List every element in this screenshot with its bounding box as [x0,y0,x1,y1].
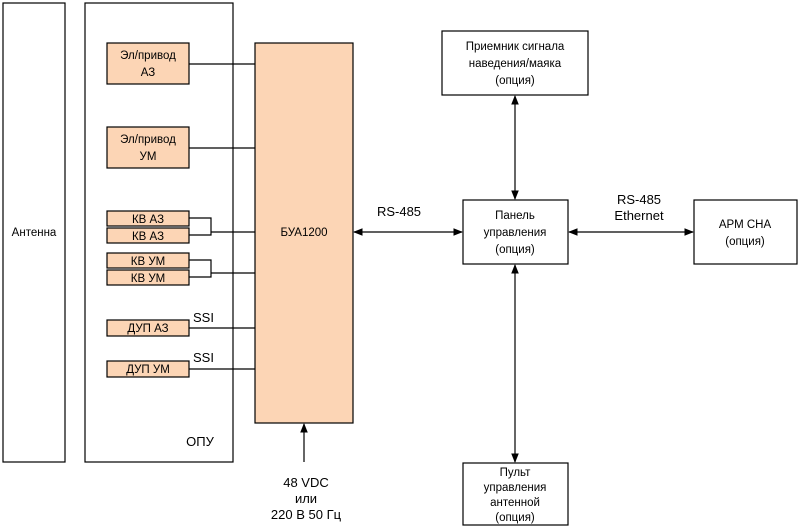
dup-um-label: ДУП УМ [126,364,170,376]
power-line-1: 48 VDC [283,475,329,490]
kv-um-2-label: КВ УМ [131,273,165,285]
arm-line-1: АРМ СНА [719,219,772,231]
dup-um-block: ДУП УМ [106,360,190,378]
bua-panel-link-label: RS-485 [377,204,421,219]
opu-label: ОПУ [186,434,214,449]
remote-line-3: антенной [490,497,540,509]
kv-az-1-label: КВ АЗ [132,214,164,226]
power-line-2: или [295,491,317,506]
dup-az-label: ДУП АЗ [127,323,168,335]
dup-az-block: ДУП АЗ [106,319,190,337]
arm-block: АРМ СНА (опция) [693,199,798,265]
receiver-line-2: наведения/маяка [469,58,562,70]
panel-block: Панель управления (опция) [462,199,569,265]
remote-line-4: (опция) [495,512,535,524]
power-line-3: 220 В 50 Гц [271,507,342,522]
panel-line-1: Панель [495,210,535,222]
kv-um-1-block: КВ УМ [106,252,190,269]
receiver-line-1: Приемник сигнала [466,41,565,53]
kv-um-1-label: КВ УМ [131,256,165,268]
receiver-line-3: (опция) [495,75,535,87]
arm-line-2: (опция) [725,236,765,248]
bua1200-label: БУА1200 [280,227,327,239]
drive-az-label-line2: АЗ [141,67,156,79]
ssi-label-2: SSI [193,350,214,365]
antenna-label: Антенна [12,227,57,239]
kv-az-2-block: КВ АЗ [106,227,190,244]
remote-line-1: Пульт [500,467,532,479]
ssi-label-1: SSI [193,310,214,325]
receiver-block: Приемник сигнала наведения/маяка (опция) [441,30,589,96]
drive-az-block: Эл/привод АЗ [106,42,190,85]
kv-az-2-label: КВ АЗ [132,231,164,243]
remote-line-2: управления [484,482,547,494]
panel-line-2: управления [484,227,547,239]
bua1200-block: БУА1200 [254,42,354,424]
drive-um-label-line1: Эл/привод [120,134,176,146]
panel-arm-link-label-1: RS-485 [617,192,661,207]
power-label: 48 VDC или 220 В 50 Гц [271,475,342,522]
drive-um-label-line2: УМ [140,151,157,163]
remote-block: Пульт управления антенной (опция) [462,462,569,526]
kv-um-2-block: КВ УМ [106,269,190,286]
kv-az-1-block: КВ АЗ [106,210,190,227]
opu-bua-wires [189,63,255,370]
panel-arm-link-label-2: Ethernet [614,208,664,223]
drive-um-block: Эл/привод УМ [106,126,190,169]
antenna-block: Антенна [2,2,66,463]
drive-az-label-line1: Эл/привод [120,50,176,62]
panel-line-3: (опция) [495,244,535,256]
